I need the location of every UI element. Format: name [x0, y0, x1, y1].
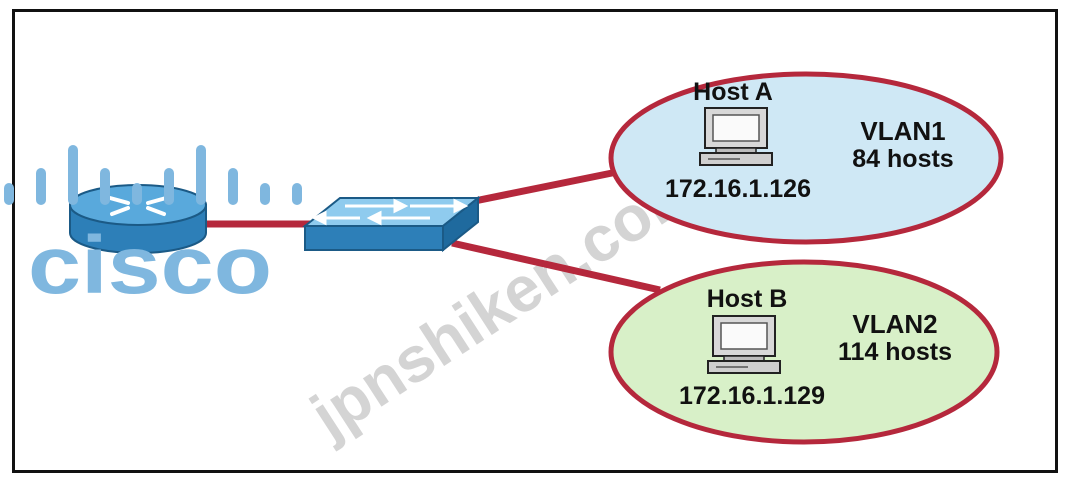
vlan1-host-count: 84 hosts	[852, 145, 953, 173]
link-switch-vlan1	[454, 168, 618, 209]
host-b-label: Host B	[707, 285, 788, 313]
vlan1-name: VLAN1	[860, 116, 945, 146]
host-a-label: Host A	[693, 78, 773, 106]
switch-icon	[302, 195, 481, 253]
vlan2-zone: Host B 172.16.1.129 VLAN2 114 hosts	[608, 259, 1000, 445]
cisco-logo-text: cisco	[28, 220, 272, 311]
host-b-pc-icon	[707, 315, 781, 374]
vlan2-host-count: 114 hosts	[838, 338, 952, 366]
vlan1-zone: Host A 172.16.1.126 VLAN1 84 hosts	[608, 71, 1004, 245]
vlan2-name: VLAN2	[852, 309, 937, 339]
cisco-logo: cisco	[4, 145, 302, 311]
host-a-pc-icon	[699, 107, 773, 166]
link-switch-vlan2	[451, 239, 661, 294]
diagram-frame	[12, 9, 1058, 473]
host-b-ip: 172.16.1.129	[679, 382, 825, 410]
host-a-ip: 172.16.1.126	[665, 175, 811, 203]
